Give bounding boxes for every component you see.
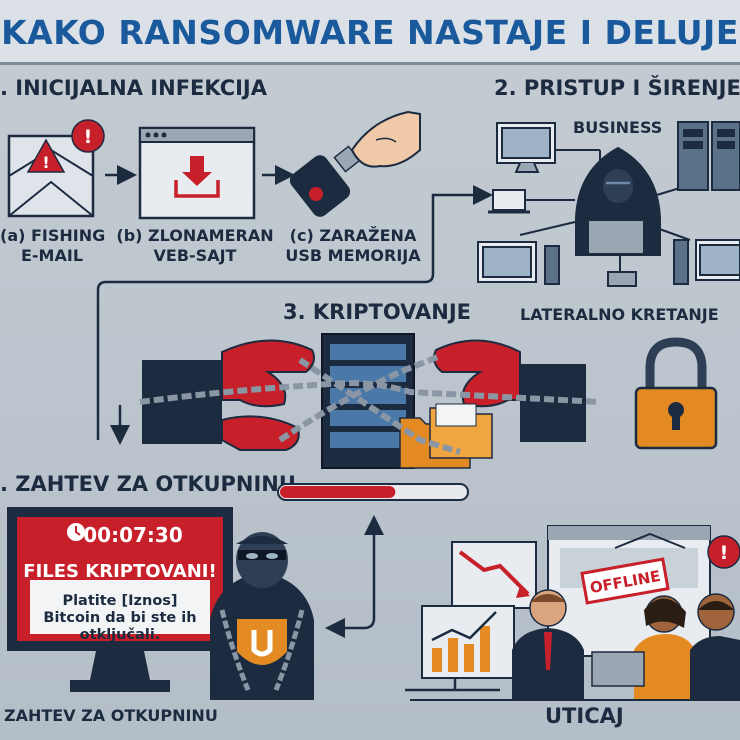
- encryption-progress-fill: [280, 486, 395, 498]
- envelope-alert-icon: ! !: [9, 120, 104, 216]
- encryption-illustration: [140, 334, 600, 468]
- ransom-timer-value: 00:07:30: [83, 523, 183, 547]
- ransom-timer: 00:07:30: [17, 523, 223, 547]
- ransom-message: Platite [Iznos] Bitcoin da bi ste ih otk…: [35, 593, 205, 644]
- usb-drive-icon: [287, 112, 420, 220]
- business-network: [478, 122, 740, 286]
- ransom-screen: 00:07:30 FILES KRIPTOVANI! Platite [Izno…: [17, 517, 223, 641]
- svg-text:!: !: [84, 126, 93, 148]
- files-encrypted-text: FILES KRIPTOVANI!: [17, 561, 223, 582]
- svg-text:!: !: [42, 153, 49, 172]
- svg-text:!: !: [720, 542, 729, 564]
- browser-download-icon: [140, 128, 254, 218]
- padlock-icon: [636, 342, 716, 448]
- impact-illustration: OFFLINE !: [410, 526, 740, 700]
- encryption-progress-bar: [278, 484, 468, 500]
